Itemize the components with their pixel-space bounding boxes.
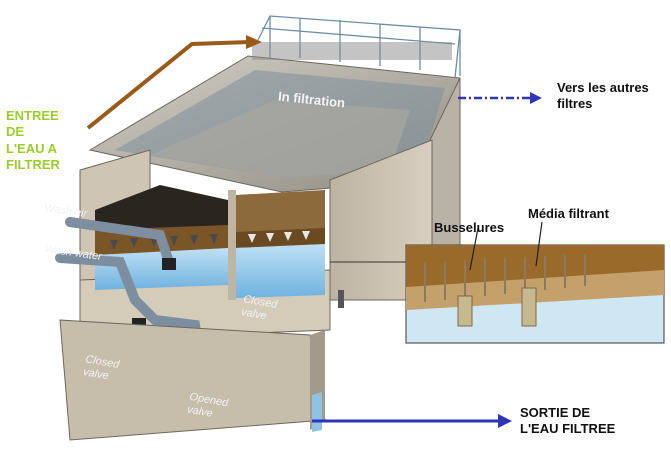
inlet-label-line: FILTRER — [6, 156, 60, 172]
inlet-label-line: DE — [6, 124, 25, 140]
top-walkway — [252, 42, 452, 60]
other-filters-arrow — [458, 92, 542, 104]
inlet-label: ENTREE DE L'EAU A FILTRER — [6, 108, 60, 173]
outlet-arrow — [312, 414, 512, 428]
inlet-label-line: ENTREE — [6, 108, 59, 123]
nozzle-detail-inset — [405, 221, 665, 344]
closed-valve-left-label: Closed valve — [82, 353, 120, 385]
inlet-label-line: L'EAU A — [6, 140, 57, 156]
nozzles-label: Busselures — [434, 220, 505, 235]
outlet-channel — [59, 319, 326, 441]
other-filters-label: Vers les autres filtres — [557, 80, 649, 111]
other-filters-line: filtres — [557, 95, 593, 111]
other-filters-line: Vers les autres — [557, 80, 649, 95]
outlet-label-line: SORTIE DE — [520, 405, 591, 420]
valve-closed-right — [162, 258, 176, 270]
right-filter-cell — [228, 190, 325, 300]
right-nozzle-row — [248, 231, 310, 243]
outlet-label-line: L'EAU FILTREE — [520, 420, 616, 436]
filter-media-label: Média filtrant — [528, 206, 609, 221]
media-pointer — [535, 221, 543, 267]
inlet-arrow — [86, 35, 262, 130]
closed-valve-right-label: Closed valve — [240, 293, 278, 325]
outlet-label: SORTIE DE L'EAU FILTREE — [520, 405, 615, 436]
left-nozzle-row — [110, 234, 218, 250]
inset-nozzles — [424, 254, 586, 302]
nozzles-pointer — [469, 227, 479, 271]
support-leg — [338, 290, 344, 308]
